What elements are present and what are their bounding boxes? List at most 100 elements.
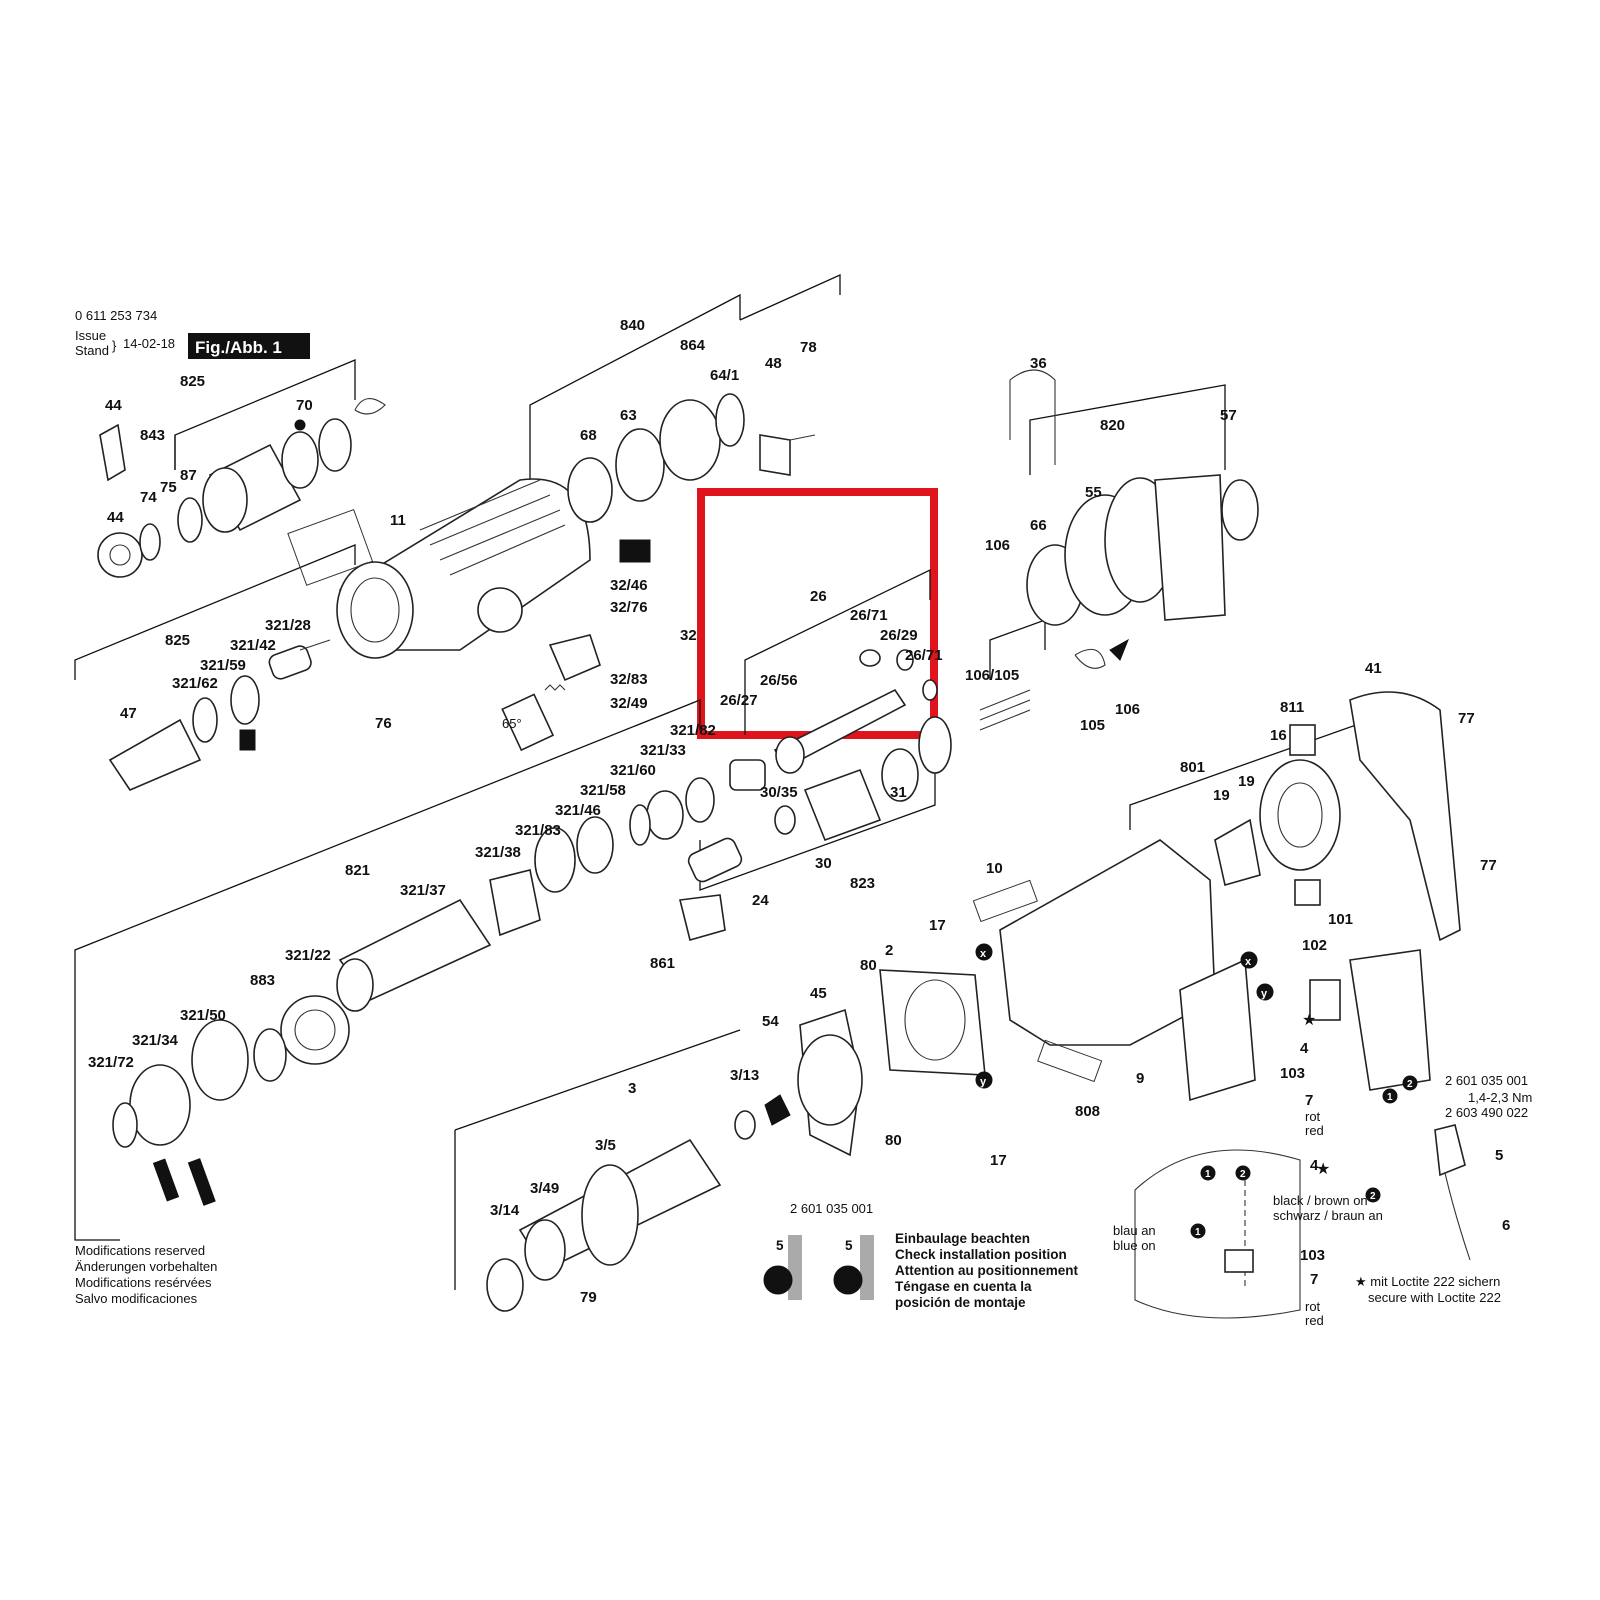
callout-825: 825 (165, 632, 190, 649)
callout-103: 103 (1280, 1065, 1305, 1082)
callout-76: 76 (375, 715, 392, 732)
callout-102: 102 (1302, 937, 1327, 954)
figure-badge (188, 333, 310, 359)
svg-text:1: 1 (1195, 1227, 1201, 1238)
spring-clip (354, 398, 386, 415)
svg-text:y: y (1261, 988, 1268, 1000)
loctite-en: secure with Loctite 222 (1368, 1290, 1501, 1305)
callout-7: 7 (1310, 1271, 1318, 1288)
motor-group (486, 969, 986, 1312)
callout-36: 36 (1030, 355, 1047, 372)
stand-label: Stand (75, 343, 109, 358)
callout-821: 821 (345, 862, 370, 879)
callout-3-14: 3/14 (490, 1202, 520, 1219)
callout-19: 19 (1213, 787, 1230, 804)
brush-part-number: 2 601 035 001 (790, 1201, 873, 1216)
callout-103: 103 (1300, 1247, 1325, 1264)
svg-text:5: 5 (845, 1238, 853, 1253)
callout-57: 57 (1220, 407, 1237, 424)
gear-parts-upper (567, 393, 816, 563)
callout-321-22: 321/22 (285, 947, 331, 964)
callout-4: 4 (1300, 1040, 1309, 1057)
svg-text:★: ★ (1316, 1159, 1330, 1178)
callout-41: 41 (1365, 660, 1382, 677)
callout-840: 840 (620, 317, 645, 334)
chuck-parts (97, 398, 386, 578)
callout-321-72: 321/72 (88, 1054, 134, 1071)
wiring-blue: blue on (1113, 1238, 1156, 1253)
gear-housing (287, 478, 591, 659)
callout-70: 70 (296, 397, 313, 414)
install-en: Check installation position (895, 1247, 1067, 1262)
callout-32: 32 (680, 627, 697, 644)
callout-801: 801 (1180, 759, 1205, 776)
svg-text:red: red (1305, 1123, 1324, 1138)
callout-79: 79 (580, 1289, 597, 1306)
callout-32-83: 32/83 (610, 671, 648, 688)
markers: x y x y 1 2 1 2 2 1 ★ ★ (975, 943, 1418, 1239)
callout-87: 87 (180, 467, 197, 484)
svg-text:1: 1 (1387, 1092, 1393, 1103)
svg-text:2: 2 (1370, 1191, 1376, 1202)
callout-3-13: 3/13 (730, 1067, 759, 1084)
callout-16: 16 (1270, 727, 1287, 744)
callout-6: 6 (1502, 1217, 1510, 1234)
callout-321-82: 321/82 (670, 722, 716, 739)
callout-3-49: 3/49 (530, 1180, 559, 1197)
svg-text:2: 2 (1240, 1169, 1246, 1180)
callout-68: 68 (580, 427, 597, 444)
callout-26-71: 26/71 (905, 647, 943, 664)
part-number: 0 611 253 734 (75, 308, 157, 323)
callout-7: 7 (1305, 1092, 1313, 1109)
callout-80: 80 (860, 957, 877, 974)
install-es2: posición de montaje (895, 1295, 1026, 1310)
callout-106: 106 (1115, 701, 1140, 718)
callout-44: 44 (107, 509, 124, 526)
callout-77: 77 (1480, 857, 1497, 874)
callout-55: 55 (1085, 484, 1102, 501)
callout-63: 63 (620, 407, 637, 424)
callout-26-27: 26/27 (720, 692, 758, 709)
callout-843: 843 (140, 427, 165, 444)
callout-19: 19 (1238, 773, 1255, 790)
torque-spec: 1,4-2,3 Nm (1468, 1090, 1532, 1105)
mod-note-de: Änderungen vorbehalten (75, 1259, 217, 1274)
brush-and-switch (1214, 691, 1461, 1091)
callout-10: 10 (986, 860, 1003, 877)
issue-date: 14-02-18 (123, 336, 175, 351)
main-housing (972, 839, 1256, 1102)
callout-321-38: 321/38 (475, 844, 521, 861)
install-es1: Téngase en cuenta la (895, 1279, 1032, 1294)
callout-30: 30 (815, 855, 832, 872)
mod-note-en: Modifications reserved (75, 1243, 205, 1258)
callout-321-46: 321/46 (555, 802, 601, 819)
callout-78: 78 (800, 339, 817, 356)
svg-text:rot: rot (1305, 1109, 1321, 1124)
callout-811: 811 (1280, 699, 1304, 716)
callout-26: 26 (810, 588, 827, 605)
callout-9: 9 (1136, 1070, 1144, 1087)
callout-32-49: 32/49 (610, 695, 648, 712)
callout-32-76: 32/76 (610, 599, 648, 616)
callout-321-60: 321/60 (610, 762, 656, 779)
callout-321-28: 321/28 (265, 617, 311, 634)
callout-47: 47 (120, 705, 137, 722)
callout-26-56: 26/56 (760, 672, 798, 689)
callout-17: 17 (929, 917, 946, 934)
callout-26-29: 26/29 (880, 627, 918, 644)
callout-825: 825 (180, 373, 205, 390)
callout-321-33: 321/33 (640, 742, 686, 759)
callout-64-1: 64/1 (710, 367, 739, 384)
locking-sleeve (97, 532, 143, 578)
wiring-blau: blau an (1113, 1223, 1156, 1238)
callout-75: 75 (160, 479, 177, 496)
svg-text:red: red (1305, 1313, 1324, 1328)
callout-66: 66 (1030, 517, 1047, 534)
notes: Modifications reserved Änderungen vorbeh… (75, 716, 1532, 1328)
figure-title: Fig./Abb. 1 (195, 338, 282, 357)
wiring-inset (1134, 1149, 1301, 1319)
callout-864: 864 (680, 337, 706, 354)
wiring-black: black / brown on (1273, 1193, 1368, 1208)
callout-321-50: 321/50 (180, 1007, 226, 1024)
